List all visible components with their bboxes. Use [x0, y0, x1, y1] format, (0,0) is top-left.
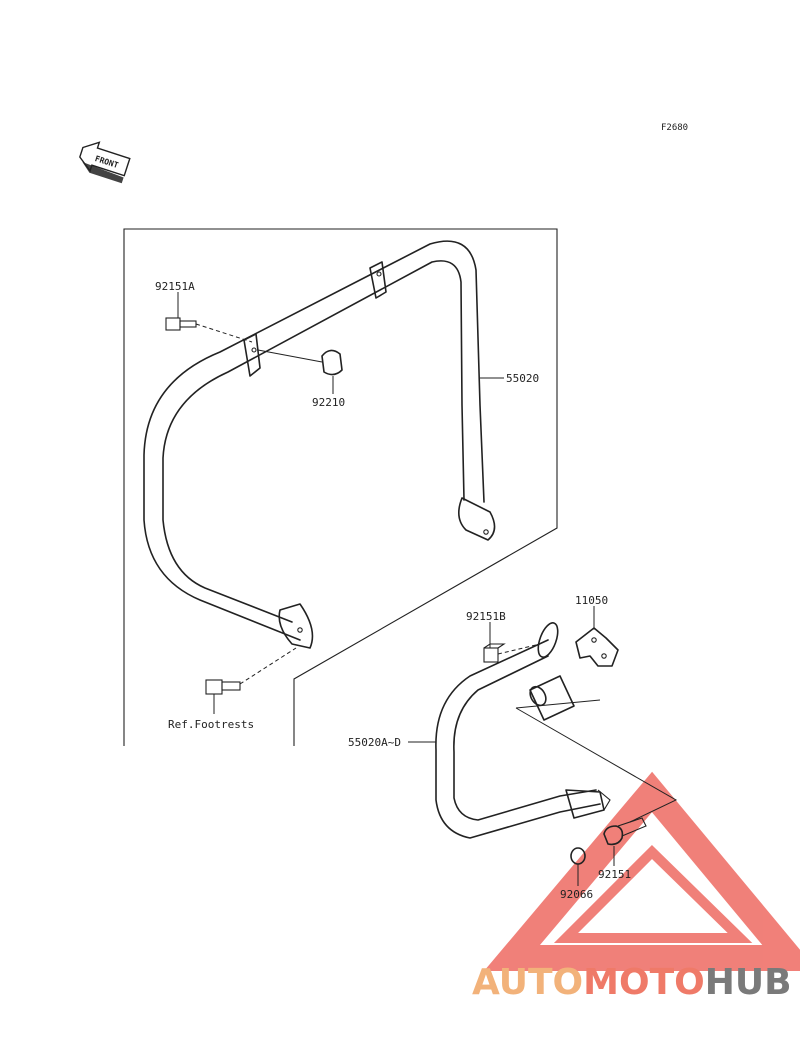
- label-92066: 92066: [560, 888, 593, 901]
- dash-footrest: [239, 647, 297, 685]
- footrest-bolt-icon: [205, 679, 241, 695]
- watermark-inner-triangle: [553, 844, 753, 943]
- label-92210: 92210: [312, 396, 345, 409]
- watermark-logo: [484, 771, 800, 971]
- watermark-hub: HUB: [705, 962, 792, 1003]
- label-92151a: 92151A: [155, 280, 195, 293]
- label-92151b: 92151B: [466, 610, 506, 623]
- engine-guard-main: [143, 240, 496, 649]
- watermark-triangle: [484, 771, 800, 971]
- label-92151: 92151: [598, 868, 631, 881]
- bolt-92151b-icon: [483, 643, 506, 663]
- watermark-moto: MOTO: [583, 962, 705, 1003]
- label-55020a-d: 55020A~D: [348, 736, 401, 749]
- assembly-frame: [123, 228, 558, 746]
- figure-code: F2680: [661, 123, 688, 133]
- front-arrow-icon: FRONT: [79, 141, 131, 184]
- engine-guard-rear: [435, 622, 611, 839]
- label-11050: 11050: [575, 594, 608, 607]
- bolt-92151a-icon: [165, 317, 197, 331]
- label-55020: 55020: [506, 372, 539, 385]
- dash-92151b: [497, 643, 541, 655]
- bolt-92151-icon: [603, 817, 647, 846]
- label-ref-footrests: Ref.Footrests: [168, 718, 254, 731]
- leader-92210-link: [257, 349, 323, 363]
- watermark-auto: AUTO: [472, 962, 583, 1003]
- cap-nut-92210-icon: [321, 349, 343, 376]
- dash-92151a: [195, 323, 253, 343]
- bracket-11050-icon: [575, 627, 619, 667]
- watermark-text: AUTOMOTOHUB: [472, 962, 792, 1003]
- reference-line-rear: [515, 699, 678, 823]
